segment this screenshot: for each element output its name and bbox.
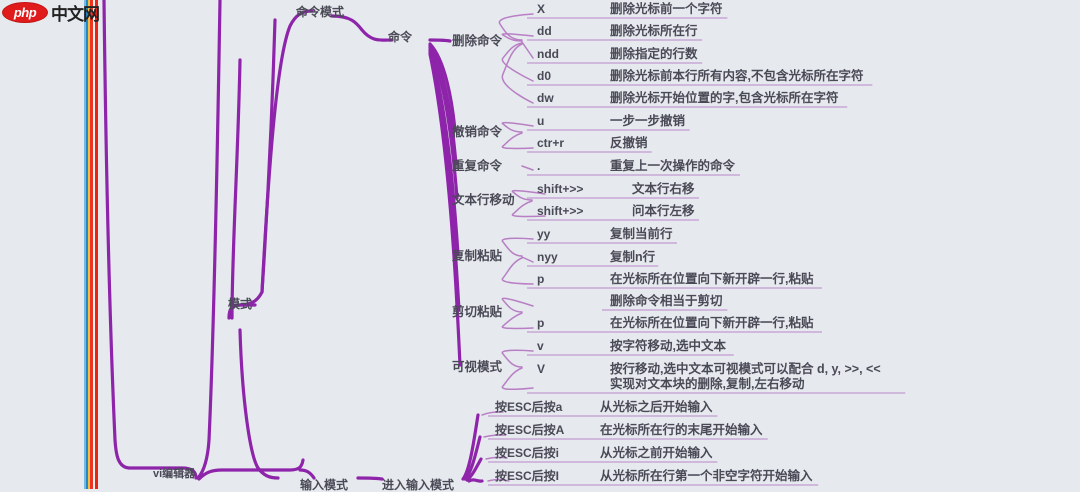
- category-label[interactable]: 删除命令: [452, 34, 503, 48]
- watermark-text: 中文网: [51, 4, 100, 25]
- text-line: 按行移动,选中文本可视模式可以配合 d, y, >>, <<: [610, 362, 881, 376]
- leaf-key[interactable]: ndd: [537, 47, 559, 61]
- leaf-description[interactable]: 问本行左移: [632, 204, 695, 218]
- input-leaf-description[interactable]: 在光标所在行的末尾开始输入: [600, 423, 763, 437]
- input-leaf-description[interactable]: 从光标所在行第一个非空字符开始输入: [600, 469, 813, 483]
- leaf-description[interactable]: 删除光标前一个字符: [610, 2, 723, 16]
- leaf-key[interactable]: dw: [537, 91, 554, 105]
- leaf-description[interactable]: 复制当前行: [610, 227, 673, 241]
- leaf-key[interactable]: .: [537, 159, 541, 173]
- text-line: 实现对文本块的删除,复制,左右移动: [610, 376, 805, 391]
- leaf-key[interactable]: V: [537, 362, 546, 376]
- leaf-key[interactable]: p: [537, 316, 545, 330]
- leaf-description[interactable]: 删除光标所在行: [610, 24, 698, 38]
- leaf-key[interactable]: yy: [537, 227, 551, 241]
- category-label[interactable]: 复制粘贴: [452, 249, 503, 263]
- leaf-description[interactable]: 反撤销: [610, 136, 648, 150]
- input-leaf-key[interactable]: 按ESC后按A: [495, 423, 565, 437]
- leaf-description[interactable]: 在光标所在位置向下新开辟一行,粘贴: [610, 272, 814, 286]
- php-logo-badge: php: [2, 1, 48, 23]
- watermark-logo: php 中文网: [2, 1, 100, 25]
- color-stripe: [86, 0, 88, 489]
- leaf-description[interactable]: 删除光标开始位置的字,包含光标所在字符: [610, 91, 839, 105]
- leaf-key[interactable]: v: [537, 339, 544, 353]
- category-label[interactable]: 撤销命令: [452, 125, 503, 139]
- category-label[interactable]: 重复命令: [452, 159, 503, 173]
- node-input-mode[interactable]: 输入模式: [300, 478, 349, 492]
- input-leaf-key[interactable]: 按ESC后按i: [495, 446, 560, 460]
- color-stripe: [84, 0, 86, 489]
- leaf-key[interactable]: dd: [537, 24, 552, 38]
- leaf-key[interactable]: nyy: [537, 250, 558, 264]
- category-label[interactable]: 可视模式: [452, 360, 503, 374]
- node-root[interactable]: vi编辑器: [153, 468, 196, 480]
- node-command[interactable]: 命令: [388, 30, 413, 44]
- category-label[interactable]: 剪切粘贴: [452, 305, 503, 319]
- leaf-description[interactable]: 按行移动,选中文本可视模式可以配合 d, y, >>, <<实现对文本块的删除,…: [610, 362, 881, 392]
- node-mode[interactable]: 模式: [228, 297, 253, 311]
- leaf-key[interactable]: p: [537, 272, 545, 286]
- leaf-description[interactable]: 在光标所在位置向下新开辟一行,粘贴: [610, 316, 814, 330]
- color-stripe: [95, 0, 98, 489]
- color-stripe: [93, 0, 95, 489]
- input-leaf-description[interactable]: 从光标之前开始输入: [600, 446, 713, 460]
- leaf-description[interactable]: 复制n行: [610, 250, 656, 264]
- input-leaf-key[interactable]: 按ESC后按a: [495, 400, 563, 414]
- leaf-description[interactable]: 文本行右移: [632, 182, 695, 196]
- color-stripe: [90, 0, 93, 489]
- color-stripe: [88, 0, 90, 489]
- category-label[interactable]: 文本行移动: [452, 193, 515, 207]
- leaf-description[interactable]: 按字符移动,选中文本: [610, 339, 726, 353]
- leaf-key[interactable]: X: [537, 2, 546, 16]
- leaf-description[interactable]: 一步一步撤销: [610, 114, 686, 128]
- leaf-key[interactable]: shift+>>: [537, 182, 584, 196]
- leaf-key[interactable]: u: [537, 114, 545, 128]
- leaf-description[interactable]: 重复上一次操作的命令: [610, 159, 736, 173]
- input-leaf-description[interactable]: 从光标之后开始输入: [600, 400, 713, 414]
- leaf-key[interactable]: ctr+r: [537, 136, 565, 150]
- leaf-key[interactable]: shift+>>: [537, 204, 584, 218]
- leaf-description[interactable]: 删除指定的行数: [610, 47, 698, 61]
- node-command-mode[interactable]: 命令模式: [296, 5, 345, 19]
- leaf-description[interactable]: 删除光标前本行所有内容,不包含光标所在字符: [610, 69, 864, 83]
- leaf-key[interactable]: d0: [537, 69, 552, 83]
- input-leaf-key[interactable]: 按ESC后按I: [495, 469, 560, 483]
- node-enter-input-mode[interactable]: 进入输入模式: [382, 478, 455, 492]
- leaf-description[interactable]: 删除命令相当于剪切: [610, 294, 723, 308]
